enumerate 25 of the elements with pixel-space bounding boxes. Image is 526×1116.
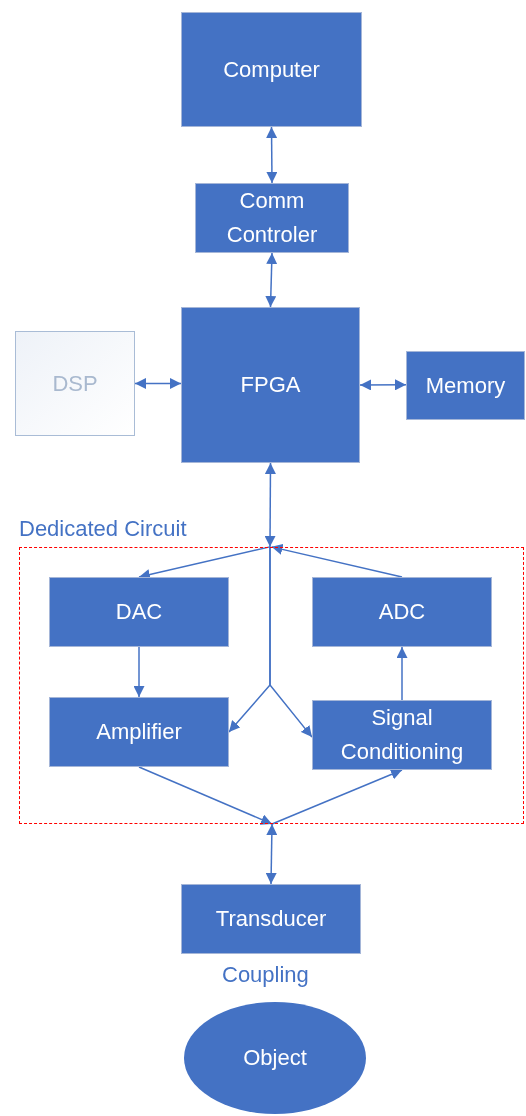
arrow bbox=[396, 646, 408, 701]
arrow bbox=[270, 544, 403, 578]
block: Amplifier bbox=[49, 697, 229, 767]
faded-block: DSP bbox=[15, 331, 135, 436]
block: Signal Conditioning bbox=[312, 700, 492, 770]
block: DAC bbox=[49, 577, 229, 647]
block: FPGA bbox=[181, 307, 360, 463]
arrow bbox=[269, 546, 313, 738]
group-heading: Dedicated Circuit bbox=[19, 515, 187, 543]
arrow bbox=[271, 769, 403, 825]
arrow bbox=[265, 252, 278, 308]
arrow bbox=[266, 126, 278, 184]
annotation-text: Coupling bbox=[222, 961, 309, 989]
arrow bbox=[133, 646, 145, 698]
arrow bbox=[264, 462, 276, 548]
block: Transducer bbox=[181, 884, 361, 954]
block: Comm Controler bbox=[195, 183, 349, 253]
arrow bbox=[265, 823, 278, 885]
arrow bbox=[138, 766, 273, 825]
arrow bbox=[134, 377, 182, 389]
block: Computer bbox=[181, 12, 362, 127]
block: ADC bbox=[312, 577, 492, 647]
object-ellipse: Object bbox=[184, 1002, 366, 1114]
arrow bbox=[359, 379, 407, 391]
block: Memory bbox=[406, 351, 525, 420]
